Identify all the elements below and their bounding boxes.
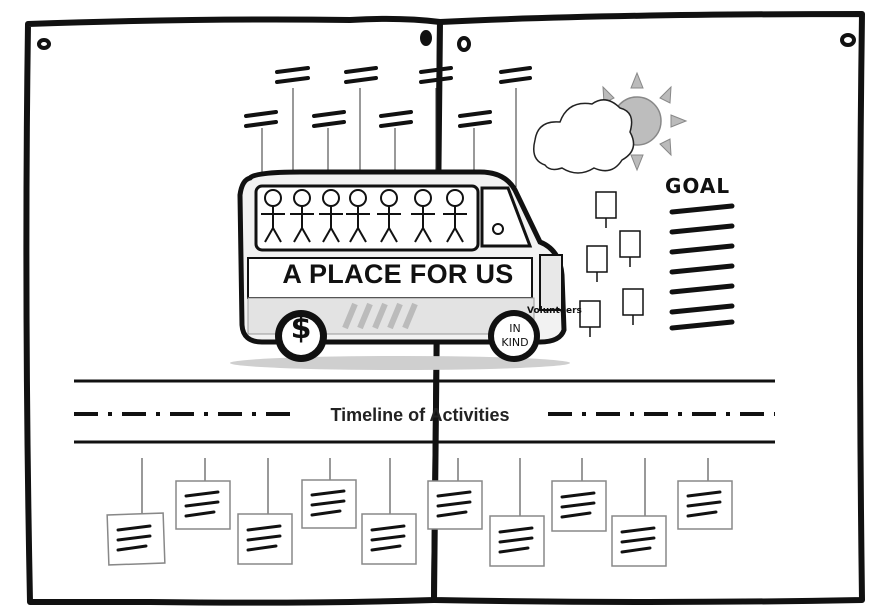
volunteers-label: Volunteers bbox=[527, 306, 582, 316]
bus-title: A PLACE FOR US bbox=[258, 259, 538, 290]
dollar-wheel-label: $ bbox=[279, 311, 323, 346]
timeline-title: Timeline of Activities bbox=[300, 405, 540, 426]
in-kind-wheel-label-line1: IN bbox=[495, 322, 535, 335]
goal-label: GOAL bbox=[665, 174, 730, 198]
in-kind-wheel-label-line2: KIND bbox=[495, 336, 535, 349]
